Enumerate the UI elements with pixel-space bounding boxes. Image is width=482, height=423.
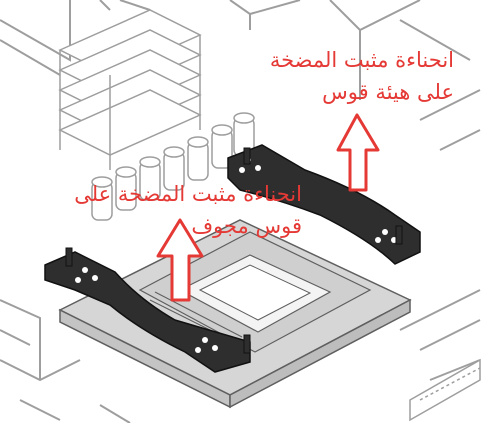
up-arrow-icon <box>336 113 380 192</box>
annotation-left-line2: قوس مجوف <box>191 214 302 238</box>
bracket-right <box>227 144 421 265</box>
annotation-top-line1: انحناءة مثبت المضخة <box>269 48 454 72</box>
bracket-left <box>44 247 251 373</box>
annotation-top-line2: على هيئة قوس <box>322 80 454 104</box>
heatsink-fins <box>58 9 202 170</box>
annotation-left: انحناءة مثبت المضخة على قوس مجوف <box>6 178 302 242</box>
connector <box>409 358 481 422</box>
up-arrow-icon <box>156 218 204 302</box>
capacitors <box>91 112 255 221</box>
socket-frame <box>58 219 412 409</box>
annotation-left-line1: انحناءة مثبت المضخة على <box>74 182 302 206</box>
annotation-top: انحناءة مثبت المضخة على هيئة قوس <box>214 44 454 108</box>
